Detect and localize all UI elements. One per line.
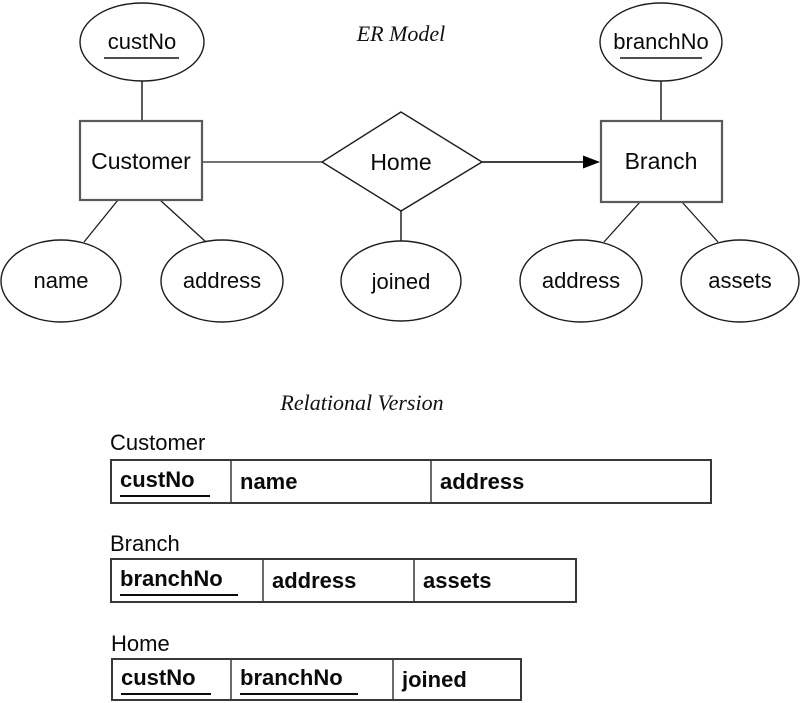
customer-to-address-connector: [159, 199, 207, 243]
customer-address-column-header: address: [440, 468, 525, 494]
home-table-cell-joined: joined: [394, 660, 520, 699]
branch-table-cell-assets: assets: [415, 560, 575, 601]
customer-name-column-header: name: [240, 468, 298, 494]
customer-to-name-connector: [83, 199, 119, 243]
customer-table-cell-name: name: [232, 461, 432, 502]
customer-address-attribute-label: address: [183, 268, 261, 293]
customer-table-cell-address: address: [432, 461, 710, 502]
home-branchno-column-header: branchNo: [240, 665, 358, 695]
home-relationship-diamond: [320, 111, 484, 212]
branch-entity-label: Branch: [625, 148, 698, 174]
home-table-cell-branchno: branchNo: [232, 660, 394, 699]
branch-entity-box: [599, 119, 724, 204]
branch-to-address-connector: [603, 201, 641, 243]
home-relationship-label: Home: [370, 149, 431, 175]
assets-attribute-label: assets: [708, 268, 772, 293]
branch-relation-name: Branch: [110, 531, 180, 556]
customer-table-cell-custno: custNo: [112, 461, 232, 502]
joined-attribute-ellipse: [340, 240, 462, 322]
assets-attribute-ellipse: [680, 239, 800, 323]
customer-relation-name: Customer: [110, 430, 206, 455]
branch-address-column-header: address: [272, 567, 357, 593]
er-model-title: ER Model: [356, 21, 446, 46]
branchno-attribute-ellipse: [599, 2, 723, 82]
custno-attribute-ellipse: [79, 2, 205, 82]
branch-address-attribute-label: address: [542, 268, 620, 293]
customer-relation-table: custNo name address: [110, 459, 712, 504]
branch-to-assets-connector: [681, 201, 719, 243]
home-table-cell-custno: custNo: [113, 660, 232, 699]
branchno-attribute-label: branchNo: [613, 29, 708, 54]
branch-address-attribute-ellipse: [519, 239, 643, 323]
joined-attribute-label: joined: [371, 269, 431, 294]
branch-relation-table: branchNo address assets: [110, 558, 577, 603]
branch-table-cell-address: address: [264, 560, 415, 601]
customer-entity-label: Customer: [91, 148, 191, 174]
branch-table-cell-branchno: branchNo: [112, 560, 264, 601]
home-relation-name: Home: [111, 631, 170, 656]
customer-address-attribute-ellipse: [160, 239, 284, 323]
home-relation-table: custNo branchNo joined: [111, 658, 522, 701]
branch-assets-column-header: assets: [423, 567, 492, 593]
relational-version-title: Relational Version: [280, 390, 444, 415]
customer-custno-column-header: custNo: [120, 467, 210, 497]
home-custno-column-header: custNo: [121, 665, 211, 695]
home-joined-column-header: joined: [402, 666, 467, 692]
custno-attribute-label: custNo: [108, 29, 176, 54]
er-diagram: custNo branchNo Customer Branch Home nam…: [0, 2, 800, 323]
name-attribute-label: name: [33, 268, 88, 293]
customer-entity-box: [78, 119, 204, 202]
branch-branchno-column-header: branchNo: [120, 566, 238, 596]
arrowhead-icon: [583, 155, 600, 169]
name-attribute-ellipse: [0, 239, 122, 323]
